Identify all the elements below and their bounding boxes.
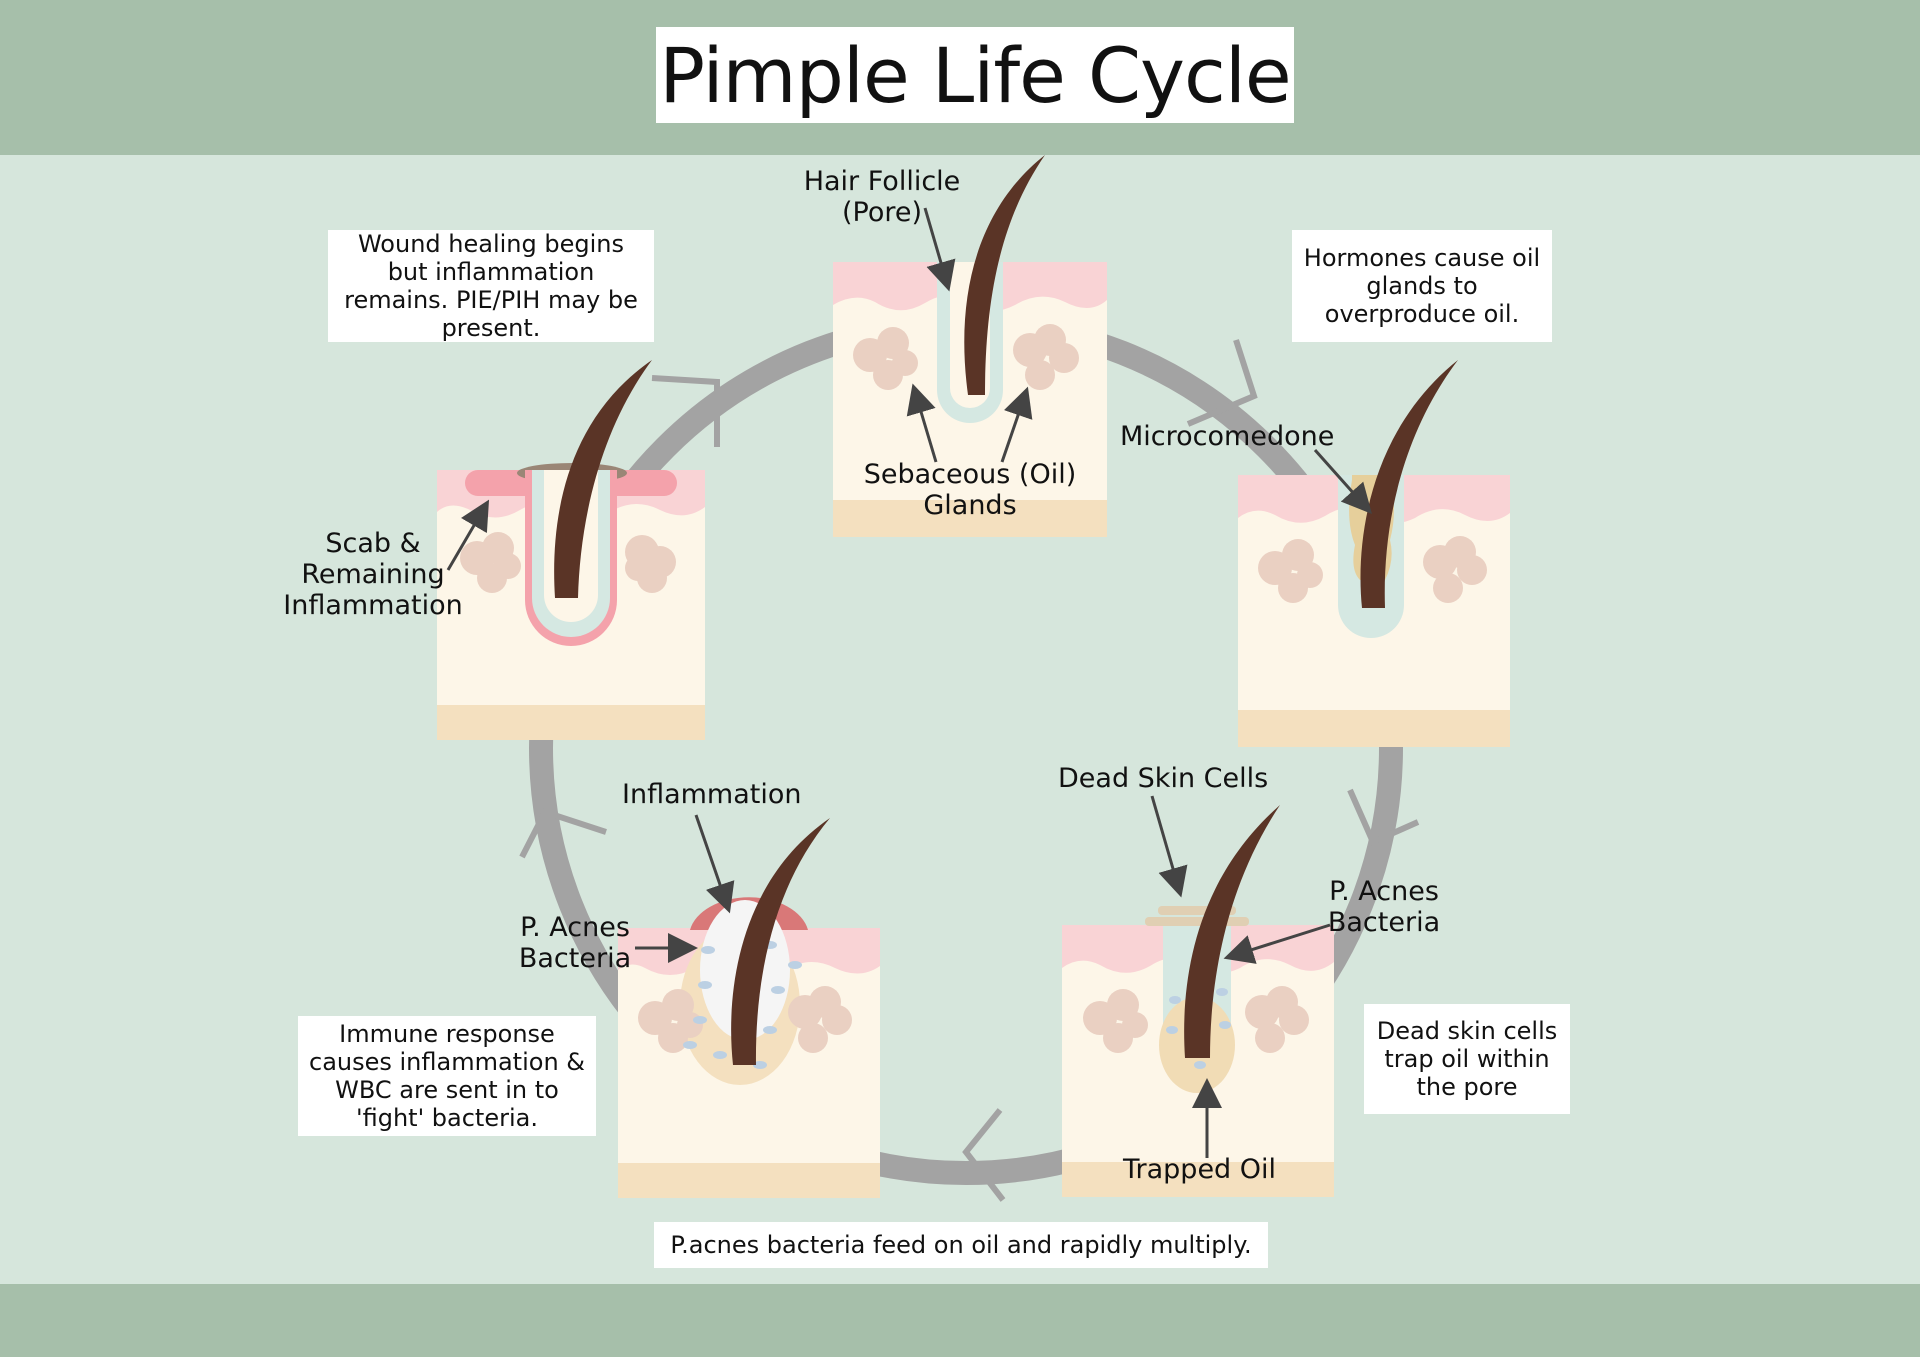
stage-scab bbox=[437, 360, 705, 740]
label-dead-skin-cells: Dead Skin Cells bbox=[1058, 763, 1269, 794]
note-stage-hormones: Hormones cause oil glands to overproduce… bbox=[1292, 230, 1552, 342]
stage-healthy-follicle bbox=[833, 155, 1107, 537]
note-stage-dead-skin: Dead skin cells trap oil within the pore bbox=[1364, 1004, 1570, 1114]
note-stage-wound-healing: Wound healing begins but inflammation re… bbox=[328, 230, 654, 342]
page-title: Pimple Life Cycle bbox=[659, 30, 1291, 120]
cycle-direction-chevrons bbox=[519, 339, 1420, 1202]
footer-band bbox=[0, 1284, 1920, 1357]
label-p-acnes-left: P. Acnes Bacteria bbox=[518, 912, 632, 974]
label-pointer-arrows bbox=[446, 207, 1372, 1158]
note-stage-bacteria: P.acnes bacteria feed on oil and rapidly… bbox=[654, 1222, 1268, 1268]
title-box: Pimple Life Cycle bbox=[656, 27, 1294, 123]
label-trapped-oil: Trapped Oil bbox=[1123, 1154, 1277, 1185]
label-p-acnes-right: P. Acnes Bacteria bbox=[1327, 876, 1441, 938]
label-microcomedone: Microcomedone bbox=[1120, 421, 1335, 452]
label-hair-follicle: Hair Follicle (Pore) bbox=[803, 166, 961, 228]
stage-trapped-oil bbox=[1062, 805, 1334, 1197]
label-sebaceous-glands: Sebaceous (Oil) Glands bbox=[863, 459, 1077, 521]
note-stage-immune: Immune response causes inflammation & WB… bbox=[298, 1016, 596, 1136]
stage-microcomedone bbox=[1238, 360, 1510, 747]
label-inflammation: Inflammation bbox=[622, 779, 802, 810]
stage-inflammation bbox=[618, 818, 880, 1198]
label-scab-inflammation: Scab & Remaining Inflammation bbox=[283, 528, 463, 621]
